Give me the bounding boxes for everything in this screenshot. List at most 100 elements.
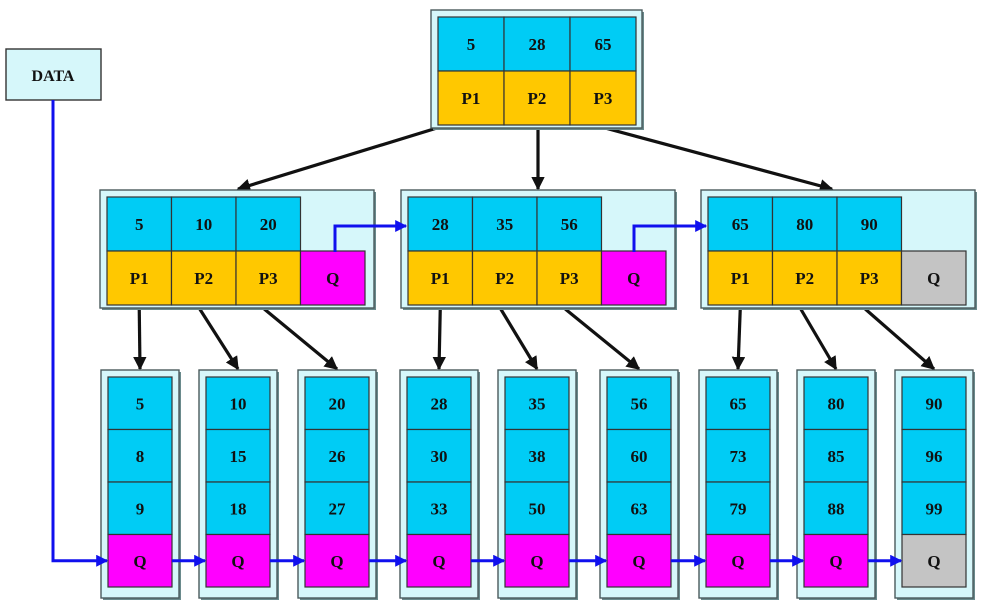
leaf-node: 90 96 99Q xyxy=(894,369,975,600)
leaf-next-pointer-cell xyxy=(606,533,672,588)
leaf-key-cell xyxy=(504,481,570,536)
leaf-next-pointer-cell xyxy=(406,533,472,588)
leaf-key-cell xyxy=(606,481,672,536)
internal-key-cell xyxy=(170,196,237,252)
data-entry-link xyxy=(51,100,109,567)
data-label: DATA xyxy=(32,68,75,85)
leaf-key: 8 xyxy=(136,447,145,466)
leaf-next-pointer: Q xyxy=(927,552,940,571)
leaf-key: 96 xyxy=(926,447,943,466)
internal-pointer-cell xyxy=(536,250,603,306)
internal-pointer: P1 xyxy=(731,269,750,288)
leaf-key-cell xyxy=(705,428,771,483)
leaf-key-cell xyxy=(205,376,271,431)
internal-key: 65 xyxy=(732,215,749,234)
internal-to-leaf-edge xyxy=(432,308,446,371)
leaf-key: 73 xyxy=(730,447,747,466)
leaf-key-cell xyxy=(803,481,869,536)
internal-key-cell xyxy=(471,196,538,252)
internal-pointer-cell xyxy=(170,250,237,306)
leaf-next-pointer: Q xyxy=(432,552,445,571)
internal-to-leaf-edge xyxy=(799,308,838,371)
internal-pointer-cell xyxy=(106,250,173,306)
root-key: 5 xyxy=(467,35,476,54)
leaf-key: 50 xyxy=(529,499,546,518)
leaf-next-pointer: Q xyxy=(530,552,543,571)
leaf-key: 65 xyxy=(730,394,747,413)
leaf-key-cell xyxy=(606,376,672,431)
internal-key-cell xyxy=(536,196,603,252)
internal-pointer-cell xyxy=(771,250,838,306)
internal-to-leaf-edge xyxy=(731,308,746,371)
internal-key-cell xyxy=(235,196,302,252)
leaf-key: 60 xyxy=(631,447,648,466)
internal-pointer: P3 xyxy=(560,269,579,288)
leaf-key-cell xyxy=(705,481,771,536)
leaf-key: 20 xyxy=(329,394,346,413)
internal-key: 35 xyxy=(496,215,513,234)
leaf-key: 90 xyxy=(926,394,943,413)
leaf-key-cell xyxy=(107,481,173,536)
internal-key: 20 xyxy=(260,215,277,234)
internal-pointer-cell xyxy=(407,250,474,306)
leaf-next-pointer: Q xyxy=(330,552,343,571)
leaf-links xyxy=(51,100,903,567)
leaf-key-cell xyxy=(901,481,967,536)
leaf-next-pointer-cell xyxy=(504,533,570,588)
data-pointer-box: DATA xyxy=(5,48,102,101)
root-pointer-cell xyxy=(503,70,571,126)
leaf-key-cell xyxy=(107,428,173,483)
leaf-key-cell xyxy=(406,428,472,483)
internal-key: 80 xyxy=(796,215,813,234)
leaf-next-pointer: Q xyxy=(133,552,146,571)
leaf-key: 27 xyxy=(329,499,347,518)
internal-pointer: P2 xyxy=(194,269,213,288)
leaf-key-cell xyxy=(406,376,472,431)
internal-next-pointer-cell xyxy=(900,250,967,306)
internal-key-cell xyxy=(771,196,838,252)
root-to-internal-edge xyxy=(604,126,834,193)
leaf-next-pointer-cell xyxy=(705,533,771,588)
internal-next-pointer: Q xyxy=(627,269,640,288)
leaf-next-pointer-cell xyxy=(205,533,271,588)
leaf-key: 99 xyxy=(926,499,943,518)
leaf-next-pointer: Q xyxy=(829,552,842,571)
internal-pointer-cell xyxy=(836,250,903,306)
leaf-key: 9 xyxy=(136,499,145,518)
root-pointer: P3 xyxy=(594,89,613,108)
leaf-key-cell xyxy=(803,376,869,431)
leaf-key: 28 xyxy=(431,394,448,413)
leaf-key: 63 xyxy=(631,499,648,518)
leaf-key-cell xyxy=(205,481,271,536)
internal-to-leaf-edge xyxy=(499,308,539,371)
root-pointer: P2 xyxy=(528,89,547,108)
internal-key-cell xyxy=(836,196,903,252)
internal-key: 5 xyxy=(135,215,144,234)
internal-to-leaf-edge xyxy=(263,307,339,371)
internal-to-leaf-edge xyxy=(198,308,240,371)
leaf-key: 56 xyxy=(631,394,648,413)
internal-pointer: P2 xyxy=(795,269,814,288)
internal-next-pointer: Q xyxy=(927,269,940,288)
leaf-next-pointer-cell xyxy=(901,533,967,588)
leaf-key-cell xyxy=(304,481,370,536)
leaf-key: 35 xyxy=(529,394,546,413)
leaf-key: 79 xyxy=(730,499,747,518)
internal-sibling-link xyxy=(632,220,708,252)
tree-edges xyxy=(133,126,936,371)
leaf-key-cell xyxy=(504,376,570,431)
leaf-node: 56 60 63Q xyxy=(599,369,680,600)
root-key-cell xyxy=(437,16,505,72)
internal-to-leaf-edge xyxy=(864,307,936,371)
leaf-key-cell xyxy=(901,428,967,483)
leaf-next-pointer: Q xyxy=(731,552,744,571)
internal-pointer: P1 xyxy=(130,269,149,288)
leaf-next-pointer: Q xyxy=(632,552,645,571)
internal-to-leaf-edge xyxy=(133,308,147,371)
